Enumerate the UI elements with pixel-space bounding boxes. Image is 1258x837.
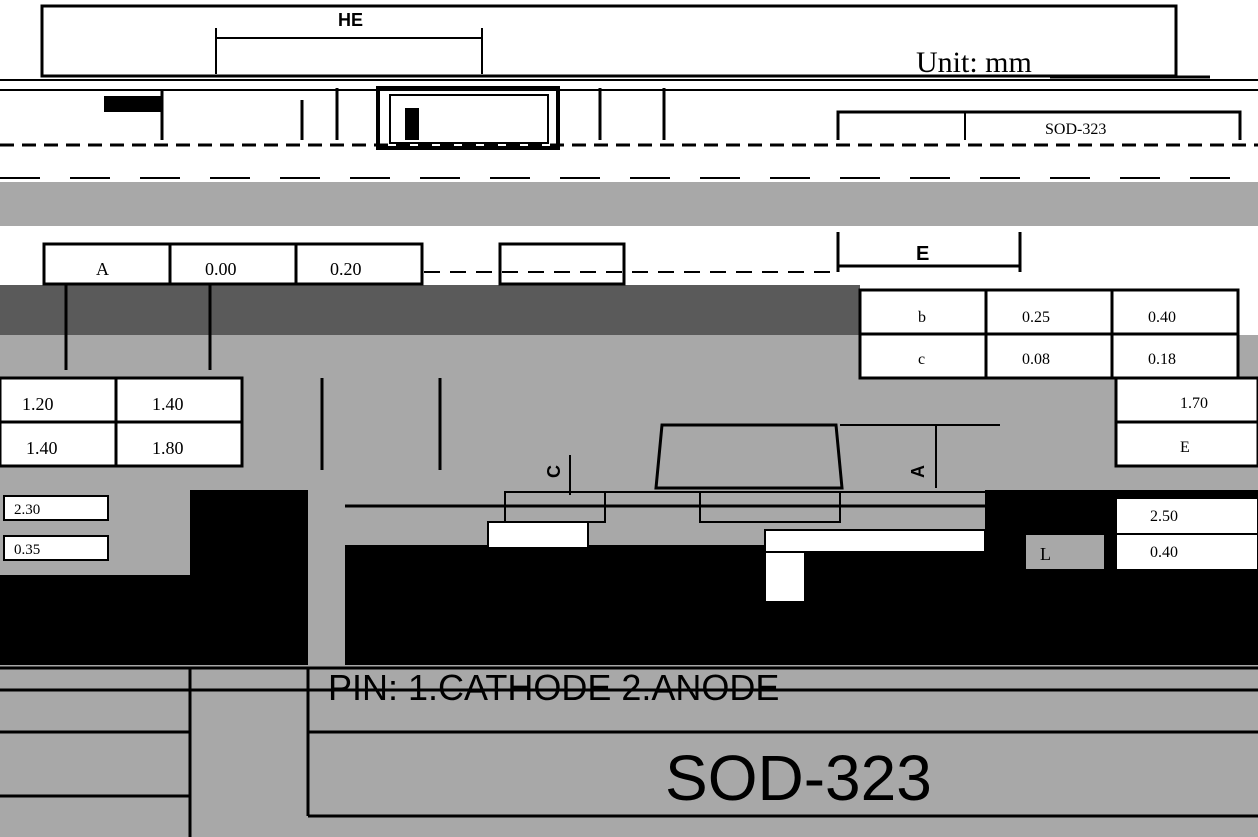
outer-frame (40, 4, 1178, 78)
l-right-label: L (1040, 544, 1051, 564)
right-row-he-max: 2.50 (1150, 508, 1178, 525)
right-row-l-max: 0.40 (1150, 544, 1178, 561)
middle-box (498, 242, 626, 286)
lead-right-side (699, 491, 841, 523)
black-block-left (0, 575, 190, 665)
right-row-e-sym: E (1180, 439, 1190, 456)
lead-right-foot-2 (764, 551, 806, 603)
unit-label: Unit: mm (916, 46, 1032, 79)
left-row-he-min: 2.30 (14, 502, 40, 518)
left-row-l-cell (3, 535, 109, 561)
left-spec-table (0, 284, 244, 468)
lead-left (104, 96, 162, 112)
package-name-title: SOD-323 (665, 742, 932, 814)
a-label: A (908, 465, 928, 478)
he-right-label: HE (1034, 500, 1058, 520)
left-row-d-min: 1.20 (22, 394, 54, 414)
package-body-top (376, 86, 560, 150)
right-row-d-max: 1.70 (1180, 395, 1208, 412)
package-body-inner (389, 94, 549, 144)
left-row-a-max: 0.20 (330, 259, 362, 279)
e-label: E (916, 243, 929, 265)
left-row-e-min: 1.40 (26, 438, 58, 458)
gray-band-dark (0, 285, 860, 335)
c-label: C (544, 465, 564, 478)
spec-box-right (836, 110, 1242, 140)
right-row-c-sym: c (918, 351, 925, 368)
lead-left-foot (487, 521, 589, 549)
left-table-header (42, 242, 424, 286)
left-row-e-max: 1.80 (152, 438, 184, 458)
black-block-left2 (190, 490, 308, 665)
right-row-b-max: 0.40 (1148, 309, 1176, 326)
right-spec-table (858, 288, 1258, 571)
gray-band-top (0, 182, 1258, 226)
lead-right-foot (764, 529, 986, 553)
package-code-label: SOD-323 (1045, 121, 1106, 138)
right-row-c-min: 0.08 (1022, 351, 1050, 368)
left-row-a-sym: A (96, 259, 109, 279)
left-row-a-min: 0.00 (205, 259, 237, 279)
he-label: HE (338, 10, 363, 30)
l-right-box (1024, 533, 1106, 571)
left-row-d-max: 1.40 (152, 394, 184, 414)
left-row-l-min: 0.35 (14, 542, 40, 558)
left-row-he-cell (3, 495, 109, 521)
right-row-c-max: 0.18 (1148, 351, 1176, 368)
right-row-b-min: 0.25 (1022, 309, 1050, 326)
lead-pad (405, 108, 419, 140)
right-row-b-sym: b (918, 309, 926, 326)
pin-note: PIN: 1.CATHODE 2.ANODE (328, 667, 779, 708)
side-body (654, 423, 844, 490)
